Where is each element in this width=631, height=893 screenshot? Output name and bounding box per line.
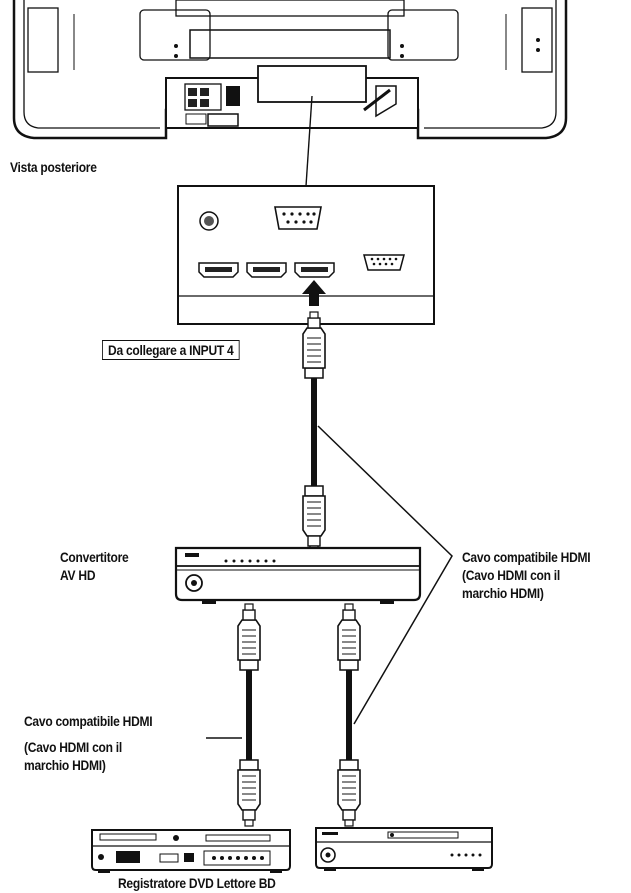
television-rear-icon (12, 0, 568, 140)
cable-left-label-line3: marchio HDMI) (24, 757, 106, 773)
cable-left-label-line2: (Cavo HDMI con il (24, 739, 122, 755)
arrow-up-icon (302, 280, 326, 306)
cable-right-label-line2: (Cavo HDMI con il (462, 567, 560, 583)
connector-panel-icon (177, 185, 435, 325)
av-converter-icon (174, 546, 422, 604)
cable-right-label-line3: marchio HDMI) (462, 585, 544, 601)
bottom-devices-label: Registratore DVD Lettore BD (118, 875, 276, 891)
dvd-recorder-icon (91, 829, 291, 873)
cable-left-label-line1: Cavo compatibile HDMI (24, 713, 153, 729)
bd-player-icon (315, 827, 493, 871)
connect-input-label: Da collegare a INPUT 4 (102, 340, 240, 360)
cable-right-label-line1: Cavo compatibile HDMI (462, 549, 591, 565)
converter-label-line2: AV HD (60, 567, 96, 583)
converter-label-line1: Convertitore (60, 549, 129, 565)
rear-view-label: Vista posteriore (10, 159, 97, 175)
